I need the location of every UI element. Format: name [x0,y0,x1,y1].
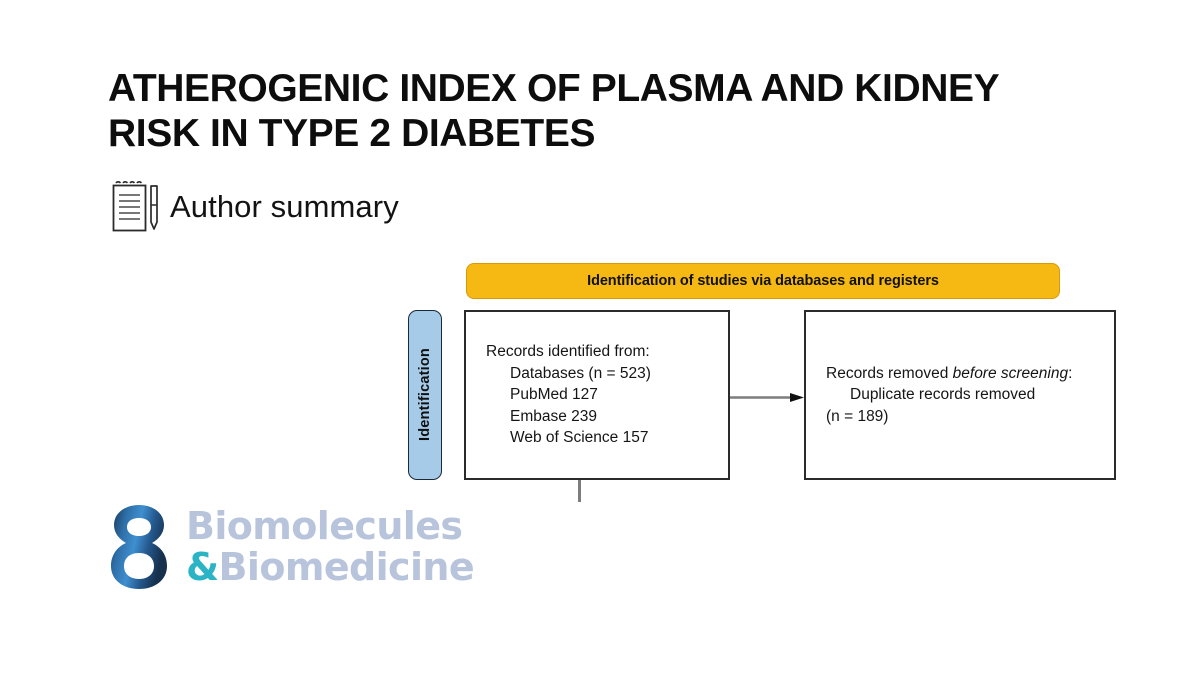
flow-box-records-identified: Records identified from: Databases (n = … [464,310,730,480]
flow-box-records-identified-text: Records identified from: Databases (n = … [466,341,661,449]
brand-word-biomolecules: Biomolecules [186,504,463,548]
brand-line-bottom: &Biomedicine [186,545,475,589]
text-line: Records identified from: [486,343,650,361]
connector-arrow-to-removed [730,393,804,402]
page-title-line-1: ATHEROGENIC INDEX OF PLASMA AND KIDNEY [108,67,1000,110]
text-line: Duplicate records removed [850,386,1036,404]
flow-banner-identification: Identification of studies via databases … [466,263,1060,299]
brand-line-top: Biomolecules [186,506,474,547]
text-line: Records removed before screening: [826,364,1073,382]
connector-stub-down [578,480,581,502]
flow-box-records-removed: Records removed before screening: Duplic… [804,310,1116,480]
text-line: Web of Science 157 [510,429,649,447]
author-summary-heading: Author summary [108,178,399,236]
text-line: Embase 239 [510,407,598,425]
author-summary-label: Author summary [170,189,399,224]
brand-ampersand: & [186,545,219,589]
brand-logo: Biomolecules &Biomedicine [106,503,475,591]
text-line: PubMed 127 [510,386,598,404]
text-line: Databases (n = 523) [510,364,651,382]
stage-tab-label: Identification [417,348,433,442]
flow-banner-label: Identification of studies via databases … [587,273,939,289]
biomolecules-infinity-mark-icon [106,503,172,591]
brand-word-biomedicine: Biomedicine [218,545,475,589]
text-line: (n = 189) [826,407,889,425]
page-title-line-2: RISK IN TYPE 2 DIABETES [108,112,596,155]
brand-wordmark: Biomolecules &Biomedicine [186,506,475,589]
notepad-pen-icon [108,178,164,236]
stage-tab-identification: Identification [408,310,442,480]
flow-box-records-removed-text: Records removed before screening: Duplic… [806,363,1082,428]
page-title: ATHEROGENIC INDEX OF PLASMA AND KIDNEY R… [108,66,1108,156]
